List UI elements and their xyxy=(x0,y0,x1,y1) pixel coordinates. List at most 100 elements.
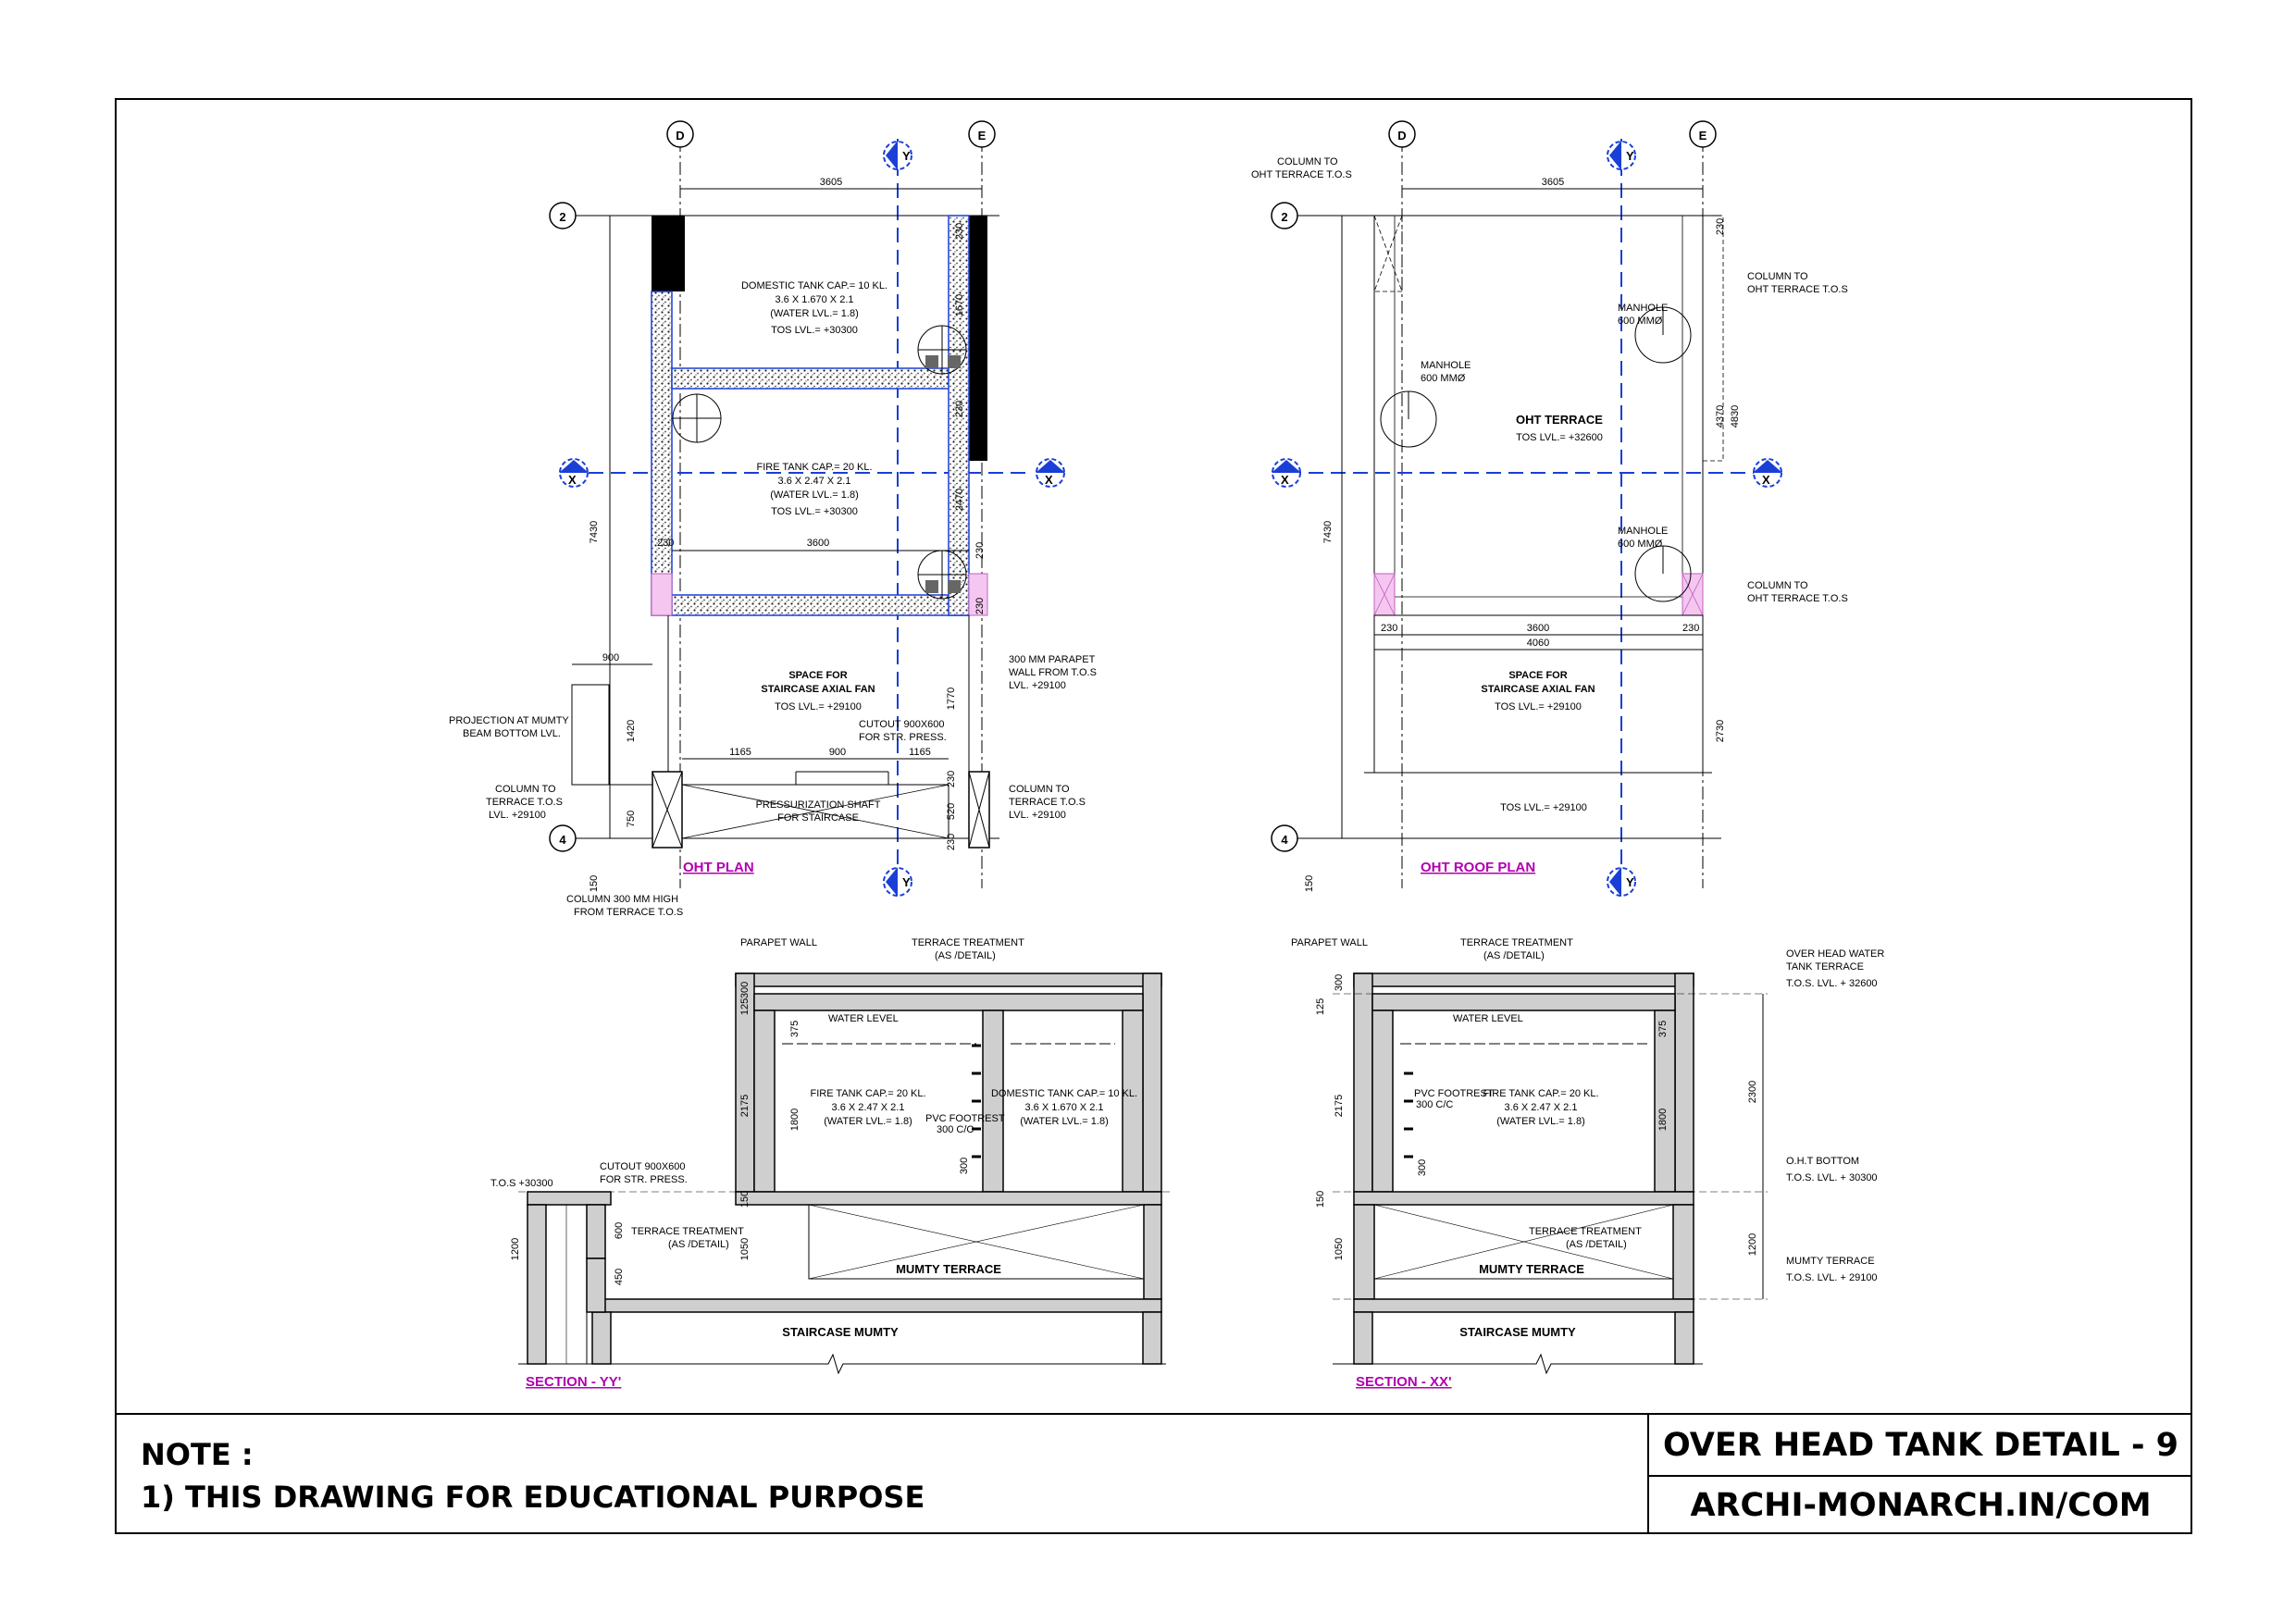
svg-text:230: 230 xyxy=(946,834,957,850)
svg-text:MANHOLE: MANHOLE xyxy=(1618,526,1668,537)
shaft-note: PRESSURIZATION SHAFT FOR STAIRCASE xyxy=(756,799,881,824)
svg-text:300 MM PARAPET: 300 MM PARAPET xyxy=(1009,654,1096,665)
svg-text:2175: 2175 xyxy=(739,1095,751,1117)
svg-text:X: X xyxy=(1045,473,1053,487)
svg-text:300: 300 xyxy=(739,982,751,998)
svg-text:3.6 X 2.47 X 2.1: 3.6 X 2.47 X 2.1 xyxy=(1505,1102,1578,1113)
svg-text:TANK TERRACE: TANK TERRACE xyxy=(1786,961,1864,973)
svg-text:230: 230 xyxy=(1682,623,1699,634)
svg-text:Y: Y xyxy=(1626,875,1634,889)
svg-text:1800: 1800 xyxy=(1657,1109,1669,1131)
svg-text:FOR STR. PRESS.: FOR STR. PRESS. xyxy=(859,732,947,743)
svg-text:2175: 2175 xyxy=(1334,1095,1345,1117)
svg-text:2300: 2300 xyxy=(1747,1081,1758,1103)
svg-text:DOMESTIC TANK CAP.= 10 KL.: DOMESTIC TANK CAP.= 10 KL. xyxy=(991,1088,1137,1099)
svg-text:STAIRCASE AXIAL FAN: STAIRCASE AXIAL FAN xyxy=(761,684,875,695)
svg-text:600 MMØ: 600 MMØ xyxy=(1618,539,1663,550)
svg-text:FOR STAIRCASE: FOR STAIRCASE xyxy=(777,812,859,824)
svg-text:COLUMN TO: COLUMN TO xyxy=(1277,156,1338,167)
yy-tos-level: T.O.S +30300 xyxy=(490,1178,553,1189)
svg-text:1165: 1165 xyxy=(729,747,751,758)
svg-text:D: D xyxy=(1397,129,1406,142)
fire-tank-text: FIRE TANK CAP.= 20 KL. 3.6 X 2.47 X 2.1 … xyxy=(756,462,872,517)
parapet-note: 300 MM PARAPET WALL FROM T.O.S LVL. +291… xyxy=(1009,654,1097,691)
manhole-note-1: MANHOLE 600 MMØ xyxy=(1421,360,1471,384)
svg-text:300: 300 xyxy=(1417,1159,1428,1176)
roof-grid-bubble-d: D xyxy=(1388,120,1416,148)
svg-text:4: 4 xyxy=(559,833,566,847)
roof-column-note-right-1: COLUMN TO OHT TERRACE T.O.S xyxy=(1747,271,1848,295)
svg-text:WALL FROM T.O.S: WALL FROM T.O.S xyxy=(1009,667,1097,678)
svg-text:TERRACE TREATMENT: TERRACE TREATMENT xyxy=(1460,937,1573,948)
svg-text:300: 300 xyxy=(959,1158,970,1174)
svg-text:7430: 7430 xyxy=(589,521,600,543)
svg-text:FIRE TANK CAP.= 20 KL.: FIRE TANK CAP.= 20 KL. xyxy=(756,462,872,473)
axial-fan-text: SPACE FOR STAIRCASE AXIAL FAN TOS LVL.= … xyxy=(761,670,875,712)
svg-text:300 C/C: 300 C/C xyxy=(1416,1099,1453,1110)
svg-text:1800: 1800 xyxy=(789,1109,800,1131)
svg-text:OHT TERRACE: OHT TERRACE xyxy=(1516,413,1603,427)
svg-text:3.6 X 2.47 X 2.1: 3.6 X 2.47 X 2.1 xyxy=(832,1102,905,1113)
oht-terrace-text: OHT TERRACE TOS LVL.= +32600 xyxy=(1516,413,1603,443)
svg-text:Y: Y xyxy=(902,149,911,163)
xx-oht-bottom-level: O.H.T BOTTOM T.O.S. LVL. + 30300 xyxy=(1786,1156,1878,1183)
svg-text:COLUMN 300 MM HIGH: COLUMN 300 MM HIGH xyxy=(566,894,678,905)
svg-text:OHT TERRACE T.O.S: OHT TERRACE T.O.S xyxy=(1251,169,1352,180)
title-block: OVER HEAD TANK DETAIL - 9 ARCHI-MONARCH.… xyxy=(1647,1413,2192,1534)
column-300-note: COLUMN 300 MM HIGH FROM TERRACE T.O.S xyxy=(566,894,683,918)
svg-text:Y: Y xyxy=(902,875,911,889)
yy-fire-tank-text: FIRE TANK CAP.= 20 KL. 3.6 X 2.47 X 2.1 … xyxy=(810,1088,925,1127)
svg-text:PVC FOOTREST: PVC FOOTREST xyxy=(925,1113,1005,1124)
svg-text:Y: Y xyxy=(1626,149,1634,163)
svg-text:STAIRCASE AXIAL FAN: STAIRCASE AXIAL FAN xyxy=(1481,684,1595,695)
svg-text:T.O.S. LVL. + 30300: T.O.S. LVL. + 30300 xyxy=(1786,1172,1878,1183)
yy-terrace-treatment-mid: TERRACE TREATMENT (AS /DETAIL) xyxy=(631,1226,744,1250)
xx-terrace-treatment-mid: TERRACE TREATMENT (AS /DETAIL) xyxy=(1529,1226,1642,1250)
yy-terrace-treatment-top: TERRACE TREATMENT (AS /DETAIL) xyxy=(912,937,1024,961)
xx-water-level: WATER LEVEL xyxy=(1453,1013,1523,1024)
roof-grid-bubble-e: E xyxy=(1689,120,1717,148)
svg-text:3605: 3605 xyxy=(820,177,842,188)
yy-mumty-terrace: MUMTY TERRACE xyxy=(896,1262,1001,1276)
svg-text:FIRE TANK CAP.= 20 KL.: FIRE TANK CAP.= 20 KL. xyxy=(1483,1088,1598,1099)
svg-text:3.6 X 1.670 X 2.1: 3.6 X 1.670 X 2.1 xyxy=(775,294,853,305)
roof-column-note-right-2: COLUMN TO OHT TERRACE T.O.S xyxy=(1747,580,1848,604)
svg-text:TOS LVL.= +32600: TOS LVL.= +32600 xyxy=(1516,432,1603,443)
svg-text:150: 150 xyxy=(1304,875,1315,892)
svg-text:MANHOLE: MANHOLE xyxy=(1421,360,1471,371)
svg-text:230: 230 xyxy=(974,542,986,559)
svg-text:(AS /DETAIL): (AS /DETAIL) xyxy=(935,950,996,961)
svg-text:X: X xyxy=(1281,473,1289,487)
svg-text:(WATER LVL.= 1.8): (WATER LVL.= 1.8) xyxy=(1496,1116,1584,1127)
svg-text:E: E xyxy=(1699,129,1707,142)
svg-text:375: 375 xyxy=(789,1021,800,1037)
xx-mumty-level: MUMTY TERRACE T.O.S. LVL. + 29100 xyxy=(1786,1256,1878,1283)
grid-bubble-e: E xyxy=(968,120,996,148)
xx-parapet-wall: PARAPET WALL xyxy=(1291,937,1368,948)
drawing-title: OVER HEAD TANK DETAIL - 9 xyxy=(1649,1415,2192,1477)
svg-text:D: D xyxy=(676,129,684,142)
svg-text:1200: 1200 xyxy=(1747,1233,1758,1256)
svg-text:FROM TERRACE T.O.S: FROM TERRACE T.O.S xyxy=(574,907,683,918)
section-yy: PARAPET WALL TERRACE TREATMENT (AS /DETA… xyxy=(490,937,1171,1390)
grid-bubble-d: D xyxy=(666,120,694,148)
svg-text:PRESSURIZATION SHAFT: PRESSURIZATION SHAFT xyxy=(756,799,881,811)
section-xx: PARAPET WALL TERRACE TREATMENT (AS /DETA… xyxy=(1291,937,1884,1390)
notes-panel: NOTE : 1) THIS DRAWING FOR EDUCATIONAL P… xyxy=(115,1413,1647,1534)
svg-text:OVER HEAD WATER: OVER HEAD WATER xyxy=(1786,948,1884,960)
svg-text:TOS LVL.= +30300: TOS LVL.= +30300 xyxy=(771,325,858,336)
svg-text:SPACE FOR: SPACE FOR xyxy=(1508,670,1567,681)
svg-text:TERRACE TREATMENT: TERRACE TREATMENT xyxy=(1529,1226,1642,1237)
xx-oht-terrace-level: OVER HEAD WATER TANK TERRACE T.O.S. LVL.… xyxy=(1786,948,1884,989)
svg-text:TOS LVL.= +30300: TOS LVL.= +30300 xyxy=(771,506,858,517)
svg-text:150: 150 xyxy=(589,875,600,892)
xx-terrace-treatment-top: TERRACE TREATMENT (AS /DETAIL) xyxy=(1460,937,1573,961)
oht-roof-plan: D E 2 4 Y Y X xyxy=(1251,120,1848,897)
svg-text:600 MMØ: 600 MMØ xyxy=(1618,316,1663,327)
svg-text:(WATER LVL.= 1.8): (WATER LVL.= 1.8) xyxy=(770,308,858,319)
section-marker-x-left: X xyxy=(559,458,589,488)
svg-text:230: 230 xyxy=(954,223,965,240)
svg-text:7430: 7430 xyxy=(1322,521,1334,543)
website-label: ARCHI-MONARCH.IN/COM xyxy=(1690,1486,2152,1524)
svg-text:125: 125 xyxy=(739,998,751,1015)
